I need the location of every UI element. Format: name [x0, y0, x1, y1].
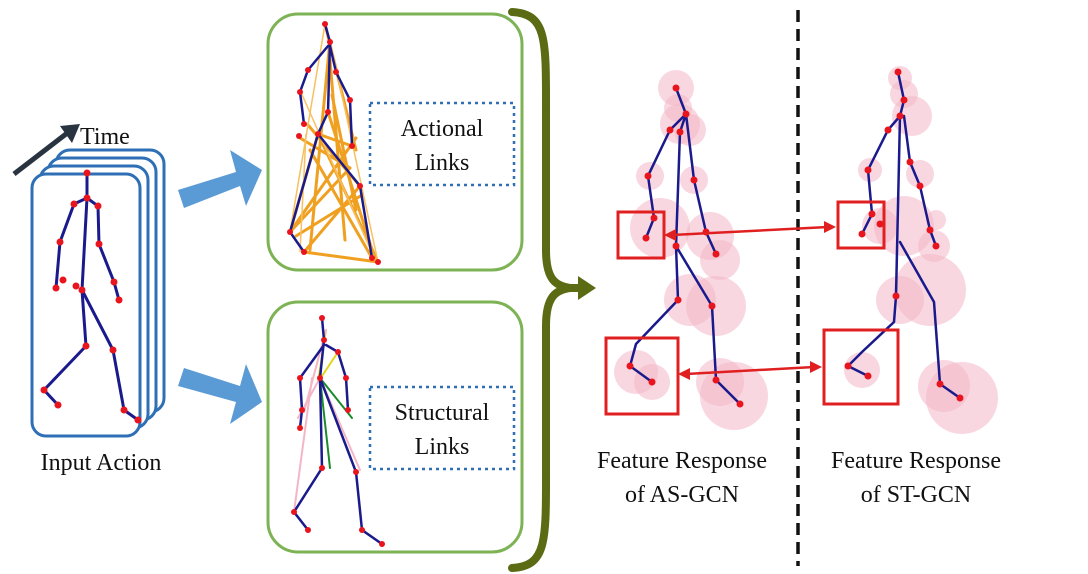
actional-label-line1: Actional [401, 116, 484, 142]
actional-skeleton [287, 21, 381, 265]
input-action-frames [30, 148, 166, 438]
structural-label-line2: Links [415, 434, 470, 460]
st-gcn-response [822, 66, 998, 434]
structural-links-label-box [368, 385, 516, 471]
hand-comparison-arrow [664, 221, 836, 241]
time-label: Time [80, 124, 130, 150]
as-gcn-glow [614, 70, 768, 430]
merge-arrow [566, 276, 596, 300]
input-skeleton [40, 169, 142, 424]
structural-skeleton [291, 315, 385, 547]
as-gcn-foot-highlight-box [604, 336, 680, 416]
st-gcn-caption-line2: of ST-GCN [861, 482, 971, 508]
input-joints [40, 169, 142, 424]
upper-block-arrow [178, 150, 262, 208]
actional-label-line2: Links [415, 150, 470, 176]
st-gcn-hand-highlight-box [836, 200, 886, 250]
actional-links-label-box [368, 101, 516, 187]
structural-label-line1: Structural [395, 400, 490, 426]
lower-block-arrow [178, 364, 262, 424]
as-gcn-caption-line1: Feature Response [597, 448, 767, 474]
time-arrow [12, 124, 80, 176]
as-gcn-caption-line2: of AS-GCN [625, 482, 739, 508]
st-gcn-foot-highlight-box [822, 328, 900, 406]
as-gcn-response [604, 70, 768, 430]
st-gcn-caption-line1: Feature Response [831, 448, 1001, 474]
input-action-caption: Input Action [41, 450, 162, 476]
foot-comparison-arrow [678, 361, 822, 380]
